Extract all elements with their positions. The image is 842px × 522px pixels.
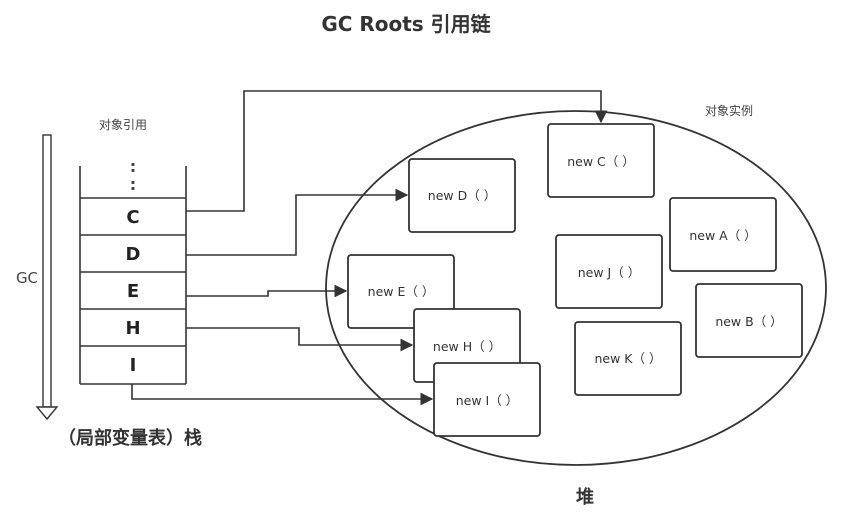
gc-label: GC	[16, 269, 38, 287]
stack-header-label: 对象引用	[99, 118, 147, 132]
object-box-j: new J（ ）	[555, 234, 663, 309]
stack-footer-label: （局部变量表）栈	[58, 427, 202, 449]
object-box-b: new B（ ）	[695, 283, 803, 358]
stack-cell-d: D	[126, 244, 141, 265]
object-label-e: new E（ ）	[368, 284, 435, 299]
reference-arrow-c	[186, 90, 608, 212]
object-label-c: new C（ ）	[567, 154, 635, 169]
heap-footer-label: 堆	[576, 486, 594, 508]
stack-cell-c: C	[126, 207, 139, 228]
object-box-k: new K（ ）	[574, 321, 682, 396]
stack-cell-i: I	[130, 355, 137, 376]
heap-header-label: 对象实例	[705, 103, 753, 118]
heap-ellipse	[325, 110, 827, 466]
reference-arrow-e	[186, 284, 348, 298]
object-box-a: new A（ ）	[669, 197, 777, 272]
reference-arrow-h	[186, 327, 414, 352]
reference-arrow-d	[186, 188, 409, 256]
object-label-a: new A（ ）	[689, 228, 756, 243]
diagram-title: GC Roots 引用链	[321, 12, 491, 36]
object-label-b: new B（ ）	[715, 314, 782, 329]
stack-ellipsis-2: :	[130, 175, 136, 194]
reference-arrow-i	[131, 384, 434, 406]
object-box-d: new D（ ）	[408, 158, 516, 233]
stack-cell-e: E	[127, 281, 139, 302]
object-label-k: new K（ ）	[595, 351, 662, 366]
object-label-h: new H（ ）	[433, 339, 501, 354]
stack-cell-h: H	[125, 318, 140, 339]
object-box-i: new I（ ）	[433, 362, 541, 437]
object-label-j: new J（ ）	[578, 265, 640, 280]
gc-direction-arrow	[35, 134, 59, 421]
object-label-i: new I（ ）	[456, 393, 518, 408]
object-box-c: new C（ ）	[547, 123, 655, 198]
stack-ellipsis: :	[130, 157, 136, 176]
stack	[79, 166, 187, 385]
object-label-d: new D（ ）	[428, 188, 496, 203]
